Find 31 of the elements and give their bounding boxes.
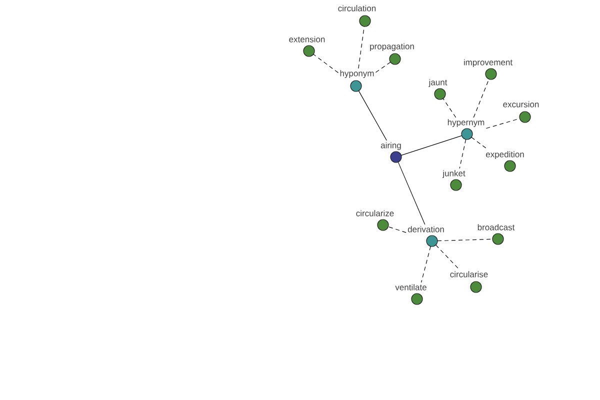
connector-line [375, 62, 391, 73]
connector-line [486, 118, 520, 129]
connector-line [420, 246, 431, 283]
node-label: extension [289, 36, 325, 42]
node-label: ventilate [395, 284, 426, 290]
node-label: airing [380, 142, 401, 150]
node-label: junket [442, 170, 466, 178]
connector-line [459, 139, 466, 169]
node-label: hypernym [448, 119, 484, 127]
connector-line [358, 26, 365, 69]
connector-line [388, 226, 406, 233]
node-label: expedition [486, 151, 524, 159]
node-label: jaunt [428, 79, 448, 87]
connector-line [437, 238, 493, 242]
node-label: hyponym [340, 70, 374, 78]
connector-line [398, 162, 426, 225]
connector-line [436, 244, 460, 270]
node-label: circulation [338, 5, 376, 12]
connector-line [473, 78, 490, 118]
node-label: improvement [464, 59, 512, 67]
connector-line [400, 135, 462, 156]
node-label: circularize [356, 210, 394, 216]
connector-line [442, 98, 456, 118]
node-label: derivation [408, 226, 444, 232]
node-label: excursion [503, 101, 539, 108]
connector-line [313, 54, 339, 74]
connector-line [471, 136, 488, 150]
node-label: broadcast [478, 224, 515, 230]
node-label: propagation [370, 43, 414, 51]
connector-line [358, 90, 387, 141]
node-label: circularise [450, 271, 488, 278]
